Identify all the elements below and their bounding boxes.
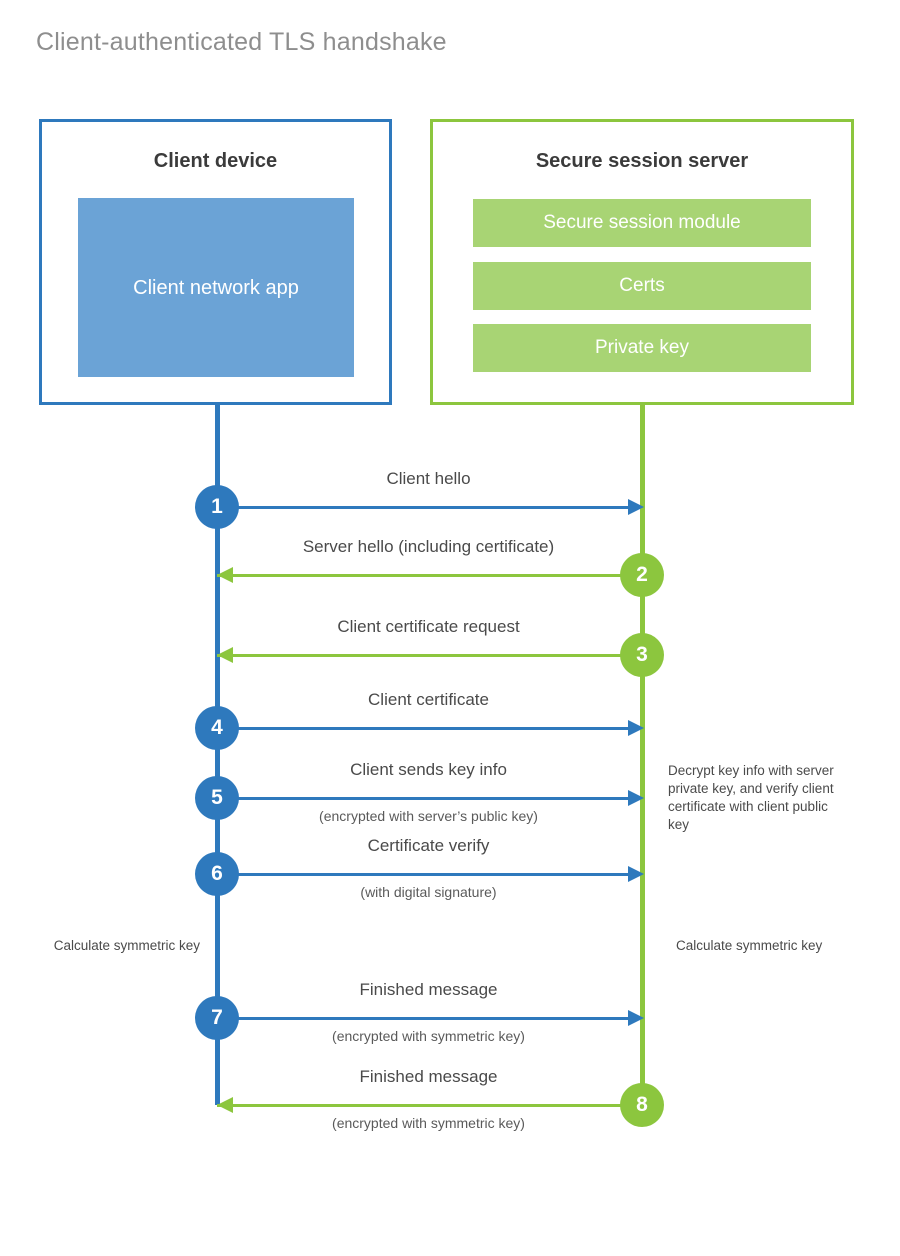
client-lifeline <box>215 405 220 1105</box>
arrow-shaft <box>217 654 640 657</box>
server-component-certs: Certs <box>473 262 811 310</box>
step-label: Client sends key info <box>350 760 507 779</box>
arrow-shaft <box>217 727 640 730</box>
secure-session-server-title: Secure session server <box>535 150 749 172</box>
client-network-app-label: Client network app <box>133 276 299 299</box>
step-sublabel: (encrypted with symmetric key) <box>332 1115 525 1131</box>
arrow-shaft <box>217 574 640 577</box>
step-number-badge-5[interactable]: 5 <box>195 776 239 820</box>
step-number-badge-3[interactable]: 3 <box>620 633 664 677</box>
client-network-app-block: Client network app <box>78 198 354 377</box>
arrow-shaft <box>217 797 640 800</box>
arrow-head-right-icon <box>628 1010 644 1026</box>
arrow-shaft <box>217 1104 640 1107</box>
arrow-head-right-icon <box>628 499 644 515</box>
step-label: Certificate verify <box>367 836 490 855</box>
step-number-badge-4[interactable]: 4 <box>195 706 239 750</box>
page-title: Client-authenticated TLS handshake <box>36 28 447 56</box>
server-component-label: Certs <box>619 275 665 296</box>
server-component-private-key: Private key <box>473 324 811 372</box>
server-component-secure-session-module: Secure session module <box>473 199 811 247</box>
server-calculate-symmetric-key-note: Calculate symmetric key <box>676 938 823 953</box>
step-number-badge-2[interactable]: 2 <box>620 553 664 597</box>
server-decrypt-note: Decrypt key info with server private key… <box>668 763 834 832</box>
client-device-box: Client device Client network app <box>39 119 392 405</box>
step-number-badge-8[interactable]: 8 <box>620 1083 664 1127</box>
arrow-head-right-icon <box>628 720 644 736</box>
step-label: Client certificate <box>368 690 489 709</box>
step-label: Finished message <box>359 1067 498 1086</box>
step-label: Client certificate request <box>337 617 520 636</box>
arrow-shaft <box>217 873 640 876</box>
server-component-label: Private key <box>595 337 689 358</box>
arrow-shaft <box>217 506 640 509</box>
arrow-head-right-icon <box>628 866 644 882</box>
arrow-head-left-icon <box>217 567 233 583</box>
step-sublabel: (encrypted with server’s public key) <box>319 808 538 824</box>
step-label: Finished message <box>359 980 498 999</box>
client-calculate-symmetric-key-note: Calculate symmetric key <box>53 938 200 953</box>
arrow-shaft <box>217 1017 640 1020</box>
step-label: Server hello (including certificate) <box>302 537 555 556</box>
client-device-title: Client device <box>153 150 278 172</box>
step-sublabel: (with digital signature) <box>360 884 497 900</box>
step-number-badge-1[interactable]: 1 <box>195 485 239 529</box>
secure-session-server-box: Secure session server Secure session mod… <box>430 119 854 405</box>
step-number-badge-6[interactable]: 6 <box>195 852 239 896</box>
arrow-head-right-icon <box>628 790 644 806</box>
server-component-label: Secure session module <box>543 212 741 233</box>
step-number-badge-7[interactable]: 7 <box>195 996 239 1040</box>
step-label: Client hello <box>386 469 471 488</box>
server-lifeline <box>640 405 645 1105</box>
step-sublabel: (encrypted with symmetric key) <box>332 1028 525 1044</box>
arrow-head-left-icon <box>217 1097 233 1113</box>
arrow-head-left-icon <box>217 647 233 663</box>
